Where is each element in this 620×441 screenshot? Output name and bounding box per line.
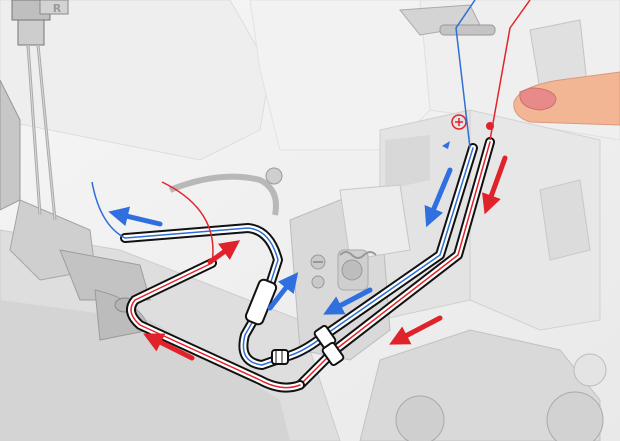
red-direction-arrows xyxy=(143,155,508,361)
guide-tube-red xyxy=(295,137,495,390)
upper-looper-thread-path xyxy=(120,223,289,370)
lower-looper-thread-path xyxy=(126,258,305,393)
blue-direction-arrows xyxy=(108,167,453,315)
needle-bar-mark-label: R xyxy=(53,2,62,15)
incoming-threads xyxy=(91,0,531,264)
tube-joints xyxy=(313,324,345,367)
red-lever-mark-icon xyxy=(451,114,467,130)
pointing-finger-icon xyxy=(513,71,620,126)
needle-bar-icon: R xyxy=(0,0,69,221)
